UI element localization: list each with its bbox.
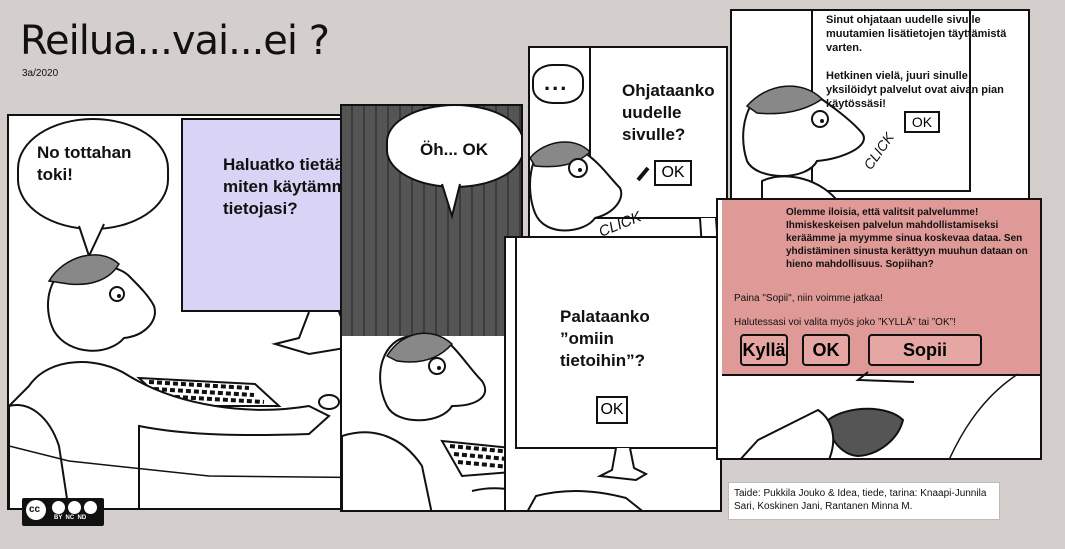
ok-button[interactable]: OK <box>596 396 628 424</box>
ok-button[interactable]: OK <box>802 334 850 366</box>
monitor-stand <box>9 254 397 508</box>
screen-question: Palataanko ”omiin tietoihin”? <box>560 307 650 370</box>
screen-question: Haluatko tietää, miten käytämme tietojas… <box>223 155 357 218</box>
yes-button[interactable]: Kyllä <box>740 334 788 366</box>
by-icon <box>52 501 65 514</box>
nc-icon <box>68 501 81 514</box>
comic-title: Reilua...vai...ei ? <box>20 18 330 64</box>
cc-icon <box>26 500 46 520</box>
speech-text-2: Öh... OK <box>420 140 488 159</box>
consent-paragraph-2: Paina "Sopii", niin voimme jatkaa! <box>734 293 883 304</box>
panel-2: Öh... OK <box>340 104 523 512</box>
speech-bubble-tail-2 <box>441 183 461 220</box>
consent-paragraph-3: Halutessasi voi valita myös joko ”KYLLÄ”… <box>734 317 956 328</box>
speech-text-1: No tottahan toki! <box>37 143 132 184</box>
cc-badge-sub: BY NC ND <box>54 515 87 521</box>
credits-box <box>728 482 1000 520</box>
speech-bubble-1 <box>17 118 169 230</box>
redirect-message: Sinut ohjataan uudelle sivulle muutamien… <box>826 14 1007 54</box>
panel-6: Olemme iloisia, että valitsit palvelumme… <box>716 198 1042 460</box>
cc-badge-label: cc <box>29 504 41 515</box>
panel-5-art <box>515 238 720 510</box>
panel-5: Palataanko ”omiin tietoihin”? OK <box>504 236 722 512</box>
ellipsis-text: ... <box>544 70 569 95</box>
ok-button[interactable]: OK <box>904 111 940 133</box>
speech-bubble-2 <box>386 106 521 188</box>
nd-icon <box>84 501 97 514</box>
thought-bubble <box>532 64 584 104</box>
panel-4: Sinut ohjataan uudelle sivulle muutamien… <box>730 9 1030 205</box>
credits-text: Taide: Pukkila Jouko & Idea, tiede, tari… <box>734 488 987 512</box>
screen-question: Ohjataanko uudelle sivulle? <box>622 81 715 144</box>
ok-button[interactable]: OK <box>654 160 692 186</box>
panel-6-art <box>740 371 1019 458</box>
agree-button[interactable]: Sopii <box>868 334 982 366</box>
redirect-message-2: Hetkinen vielä, juuri sinulle yksilöidyt… <box>826 70 1004 110</box>
panel-4-art <box>742 11 971 203</box>
issue-number: 3a/2020 <box>22 68 59 79</box>
consent-paragraph-1: Olemme iloisia, että valitsit palvelumme… <box>786 207 1028 270</box>
